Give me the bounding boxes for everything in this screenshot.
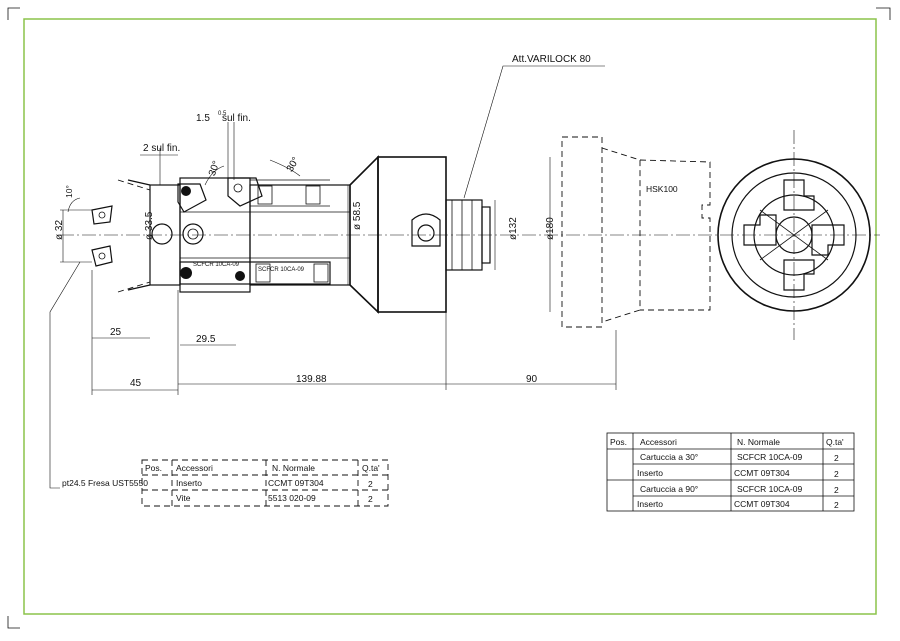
angle-10: 10° [64,185,74,198]
angle-30-right: 30° [285,155,302,174]
sheet-corner-marks [7,7,891,629]
tr-header-accessori: Accessori [640,437,677,447]
tl-row1-normale: CCMT 09T304 [268,478,324,488]
tl-header-accessori: Accessori [176,463,213,473]
dim-139-88: 139.88 [296,374,327,385]
tl-row1-accessori: Inserto [176,478,202,488]
tr-row1-accessori: Cartuccia a 30° [640,452,698,462]
dim-1-5: 1.5 [196,113,210,124]
tl-row2-accessori: Vite [176,493,191,503]
angle-30-left: 30° [207,159,223,177]
tool-side-view: SCFCR 10CA-09 SCFCR 10CA-09 HSK100 [60,136,880,328]
tr-row2-normale: CCMT 09T304 [734,468,790,478]
tl-row2-qta: 2 [368,494,373,504]
drawing-frame [23,18,877,615]
dim-phi-132: ø132 [508,217,519,240]
tr-row3-normale: SCFCR 10CA-09 [737,484,802,494]
cartridge-label-a: SCFCR 10CA-09 [193,262,240,268]
tr-row3-accessori: Cartuccia a 90° [640,484,698,494]
dim-0-5: 0.5 [218,111,227,117]
tr-row2-accessori: Inserto [637,468,663,478]
dim-sul-fin-top: sul fin. [222,113,251,124]
tl-row2-normale: 5513 020-09 [268,493,316,503]
tr-row4-qta: 2 [834,500,839,510]
dim-phi-58-5: ø 58.5 [352,201,363,230]
cartridge-label-b: SCFCR 10CA-09 [258,267,305,273]
dim-phi-33-5: ø 33.5 [144,211,155,240]
dim-29-5: 29.5 [196,334,216,345]
tl-header-pos: Pos. [145,463,162,473]
insert-note: pt24.5 Fresa UST5550 [62,478,148,488]
tr-row1-normale: SCFCR 10CA-09 [737,452,802,462]
tr-header-pos: Pos. [610,437,627,447]
dim-phi-32: ø 32 [54,220,65,240]
tr-header-qta: Q.ta' [826,437,844,447]
tr-row3-qta: 2 [834,485,839,495]
dim-phi-180: ø180 [545,217,556,240]
dim-45: 45 [130,378,142,389]
tr-row2-qta: 2 [834,469,839,479]
table-right: Pos. Accessori N. Normale Q.ta' Cartucci… [606,432,855,512]
tr-row4-accessori: Inserto [637,499,663,509]
tl-header-qta: Q.ta' [362,463,380,473]
tl-row1-qta: 2 [368,479,373,489]
dim-25: 25 [110,327,122,338]
tool-end-view [717,130,871,340]
dimension-lines [49,65,617,489]
tr-header-normale: N. Normale [737,437,780,447]
table-left: Pos. Accessori N. Normale Q.ta' Inserto … [141,459,389,507]
hsk-label: HSK100 [646,184,678,194]
attachment-label: Att.VARILOCK 80 [512,54,591,65]
tl-header-normale: N. Normale [272,463,315,473]
dim-2-sul-fin: 2 sul fin. [143,143,180,154]
tr-row1-qta: 2 [834,453,839,463]
dim-90: 90 [526,374,538,385]
tr-row4-normale: CCMT 09T304 [734,499,790,509]
